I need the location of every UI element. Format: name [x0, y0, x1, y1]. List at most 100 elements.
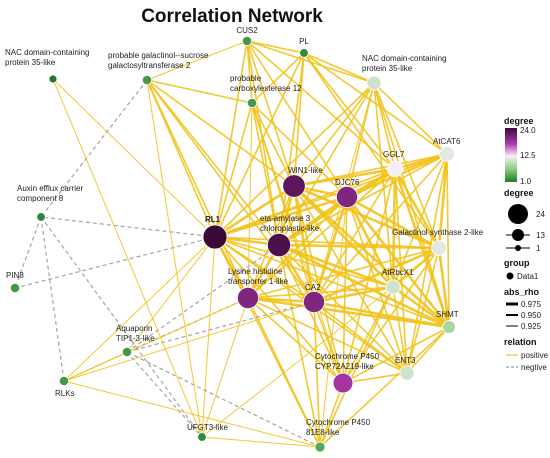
edge-bam3-cyp72a219 — [278, 244, 344, 384]
node-nac2[interactable] — [366, 75, 382, 91]
edge-atrbcx1-cyp81e8 — [319, 286, 394, 448]
node-ent3[interactable] — [399, 365, 415, 381]
edge-gols-ca2 — [146, 79, 315, 303]
legend-size-marker-small — [515, 245, 521, 251]
legend-size-tick-mid: 13 — [536, 231, 545, 240]
edge-cus2-gols — [146, 40, 248, 81]
node-rl1[interactable] — [202, 224, 228, 250]
edge-atcat6-ggl7 — [394, 152, 448, 171]
edge-ggl7-atrbcx1 — [391, 168, 397, 288]
node-ca2[interactable] — [302, 290, 326, 314]
edge-tip13-ufgt3 — [126, 351, 203, 438]
legend-group-item: Data1 — [517, 272, 539, 281]
node-label-ca2: CA2 — [305, 283, 321, 292]
node-cyp81e8[interactable] — [314, 441, 326, 453]
node-gals2[interactable] — [431, 240, 447, 256]
legend-group-title: group — [504, 258, 530, 268]
node-label-rl1: RL1 — [205, 215, 221, 224]
legend-size-tick-large: 24 — [536, 210, 545, 219]
node-aec8[interactable] — [36, 212, 46, 222]
edge-gals2-atrbcx1 — [392, 247, 440, 288]
edge-gols-ufgt3 — [146, 79, 203, 438]
edge-cus2-pl — [246, 40, 305, 54]
edge-bam3-pce12 — [251, 102, 280, 246]
edge-djc76-cyp81e8 — [319, 196, 348, 448]
edge-nac2-ggl7 — [373, 82, 396, 170]
node-pl[interactable] — [299, 48, 309, 58]
edge-bam3-atcat6 — [278, 153, 448, 246]
node-ufgt3[interactable] — [197, 432, 207, 442]
edge-nac2-atcat6 — [373, 82, 448, 155]
node-win1[interactable] — [282, 174, 306, 198]
node-nac1[interactable] — [48, 74, 58, 84]
node-bam3[interactable] — [266, 232, 292, 258]
legend: degree 24.0 12.5 1.0 degree 24 13 1 grou… — [504, 116, 549, 372]
edge-atrbcx1-cyp72a219 — [342, 286, 394, 384]
node-tip13[interactable] — [121, 346, 133, 358]
edges-layer — [14, 40, 451, 448]
edge-nac2-shmt — [373, 82, 450, 328]
edge-bam3-ent3 — [278, 244, 408, 374]
edge-win1-nac2 — [293, 82, 375, 187]
edge-win1-ggl7 — [293, 167, 396, 188]
edge-ggl7-shmt — [393, 168, 451, 328]
edge-win1-shmt — [293, 185, 450, 328]
node-label-shmt: SHMT — [436, 310, 459, 319]
edge-gols-aec8 — [40, 79, 148, 218]
edge-rl1-ufgt3 — [201, 236, 216, 438]
edge-lht1-pce12 — [247, 102, 253, 299]
node-pin8[interactable] — [9, 282, 21, 294]
legend-degree-color-title: degree — [504, 116, 534, 126]
node-label-ufgt3: UFGT3-like — [187, 423, 228, 432]
node-cus2[interactable] — [241, 35, 253, 47]
node-atcat6[interactable] — [439, 146, 455, 162]
edge-shmt-cyp81e8 — [319, 326, 450, 448]
node-atrbcx1[interactable] — [385, 279, 401, 295]
edge-ca2-shmt — [313, 300, 450, 329]
node-label-ggl7: GGL7 — [383, 150, 405, 159]
node-label-win1: WIN1-like — [288, 166, 323, 175]
edge-rl1-cus2 — [214, 40, 248, 238]
edge-ca2-gals2 — [313, 246, 440, 304]
edge-atrbcx1-ent3 — [392, 286, 408, 374]
legend-degree-tick-mid: 12.5 — [520, 151, 536, 160]
edge-ca2-ggl7 — [313, 168, 396, 303]
edge-ufgt3-atrbcx1 — [201, 286, 394, 438]
node-cyp72a219[interactable] — [332, 372, 354, 394]
edge-rl1-pce12 — [214, 102, 253, 238]
edge-win1-pl — [293, 52, 305, 187]
legend-size-marker-mid — [512, 229, 524, 241]
legend-degree-size-title: degree — [504, 188, 534, 198]
edge-rl1-rlks — [63, 236, 216, 382]
edge-atrbcx1-shmt — [392, 285, 450, 329]
node-rlks[interactable] — [58, 375, 70, 387]
node-shmt[interactable] — [442, 320, 456, 334]
node-label-atrbcx1: AtRbcX1 — [382, 268, 414, 277]
node-lht1[interactable] — [236, 286, 260, 310]
node-djc76[interactable] — [335, 185, 359, 209]
legend-size-tick-small: 1 — [536, 244, 541, 253]
edge-pl-pce12 — [251, 52, 305, 104]
node-gols[interactable] — [141, 74, 153, 86]
nodes-layer — [9, 35, 456, 453]
edge-nac1-ufgt3 — [52, 78, 203, 438]
edge-win1-cus2 — [246, 40, 295, 187]
edge-bam3-cyp81e8 — [278, 244, 321, 448]
edge-ggl7-gals2 — [393, 168, 441, 249]
node-pce12[interactable] — [246, 97, 258, 109]
node-ggl7[interactable] — [386, 160, 404, 178]
edge-ufgt3-cyp81e8 — [201, 436, 321, 448]
edge-tip13-rlks — [63, 351, 128, 382]
edge-lht1-cyp72a219 — [247, 297, 344, 384]
edge-ggl7-ent3 — [394, 168, 408, 374]
figure-title: Correlation Network — [141, 6, 323, 27]
